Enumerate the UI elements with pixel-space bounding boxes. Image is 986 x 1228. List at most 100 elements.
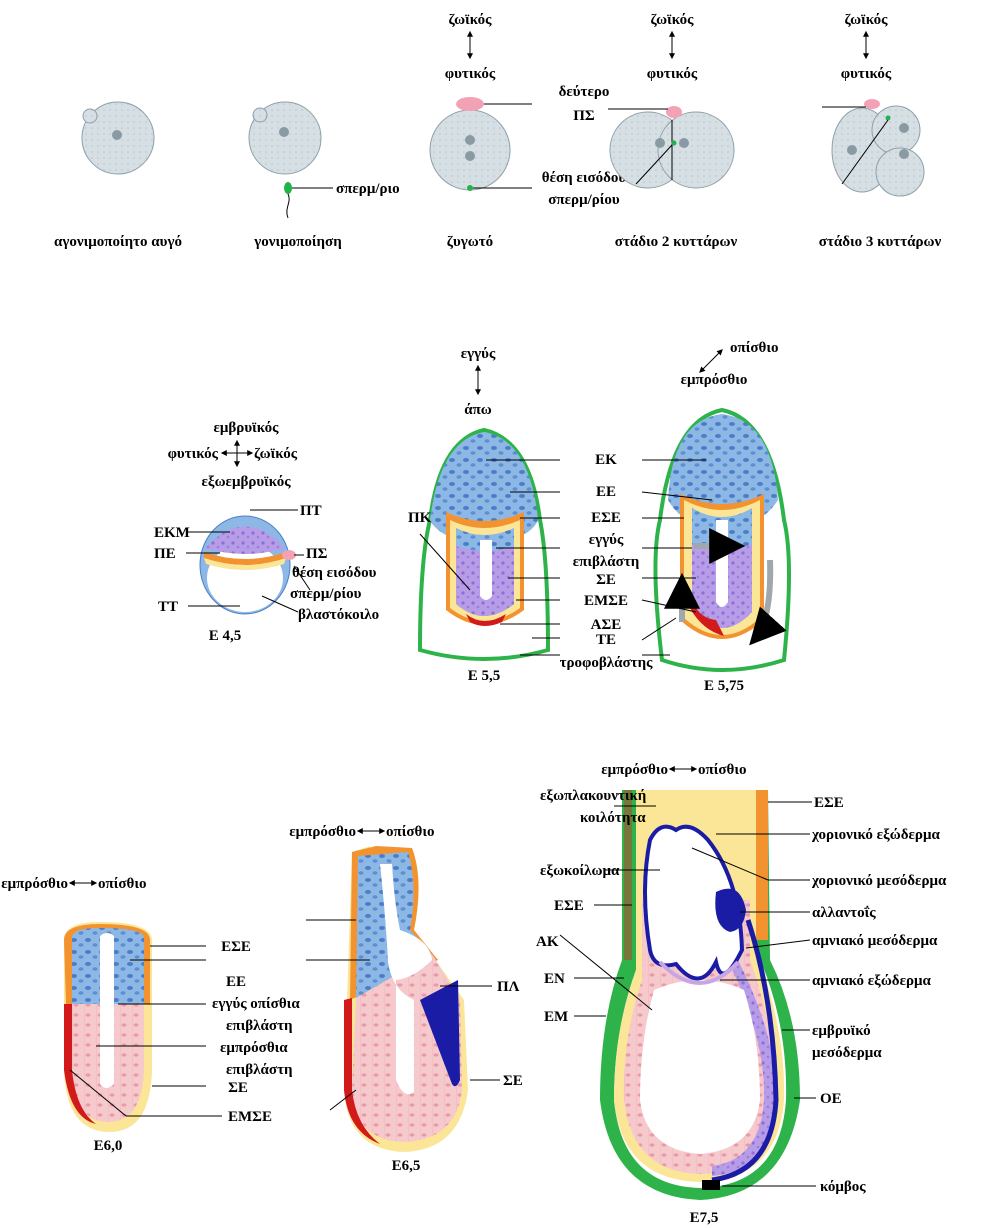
label-ese: ΕΣΕ (591, 510, 621, 526)
axis-bottom-label: φυτικός (445, 66, 496, 82)
caption-fertilization: γονιμοποίηση (253, 234, 341, 250)
label-em: ΕΜ (544, 1009, 568, 1025)
axis-anterior: εμπρόσθιο (601, 762, 668, 778)
e75-embryo (560, 790, 816, 1200)
caption-unfertilized-egg: αγονιμοποίητο αυγό (54, 234, 182, 250)
axis-top-label: ζωϊκός (448, 12, 492, 28)
label-allantois: αλλαντοΐς (812, 905, 876, 921)
axis-anterior: εμπρόσθιο (1, 876, 68, 892)
two-cell-stage (608, 106, 734, 188)
caption-e60: Ε6,0 (94, 1138, 123, 1154)
label-ee: ΕΕ (226, 974, 246, 990)
three-cell-stage (822, 99, 924, 196)
axis-bottom-label: φυτικός (647, 66, 698, 82)
label-se: ΣΕ (503, 1073, 523, 1089)
e55-axis: εγγύς άπω (461, 346, 496, 418)
sperm-entry-label-2: σπερμ/ρίου (548, 192, 620, 208)
label-ekm: ΕΚΜ (154, 525, 190, 541)
label-pe: ΠΕ (154, 546, 176, 562)
axis-animal-vegetal-2: ζωϊκός φυτικός (647, 12, 698, 82)
label-anterior-epiblast-2: επιβλάστη (226, 1062, 293, 1078)
axis-anterior: εμπρόσθιο (681, 372, 748, 388)
e575-egg-cylinder (642, 410, 789, 670)
caption-zygote: ζυγωτό (447, 234, 493, 250)
e65-embryo (306, 846, 500, 1152)
label-emse: ΕΜΣΕ (228, 1109, 272, 1125)
e65-axis: εμπρόσθιο οπίσθιο (289, 824, 434, 840)
sperm-icon (284, 182, 292, 194)
caption-three-cell: στάδιο 3 κυττάρων (819, 234, 942, 250)
label-node: κόμβος (820, 1179, 866, 1195)
label-ase: ΑΣΕ (591, 617, 622, 633)
label-ak: ΑΚ (536, 934, 559, 950)
label-amniotic-ectoderm: αμνιακό εξώδερμα (812, 973, 932, 989)
label-tt: ΤΤ (158, 599, 178, 615)
axis-anterior: εμπρόσθιο (289, 824, 356, 840)
axis-proximal: εγγύς (461, 346, 496, 362)
label-emse: ΕΜΣΕ (584, 593, 628, 609)
label-posterior-epiblast: εγγύς οπίσθια (212, 996, 300, 1012)
caption-e65: Ε6,5 (392, 1158, 421, 1174)
label-se: ΣΕ (596, 572, 616, 588)
axis-posterior: οπίσθιο (386, 824, 435, 840)
label-chorionic-ectoderm: χοριονικό εξώδερμα (811, 827, 940, 843)
label-ee: ΕΕ (596, 484, 616, 500)
label-ek: ΕΚ (595, 452, 617, 468)
e55-egg-cylinder (420, 430, 560, 659)
label-exocoelom: εξωκοίλωμα (540, 863, 620, 879)
e60-embryo (64, 922, 222, 1132)
label-anterior-epiblast: εμπρόσθια (220, 1040, 288, 1056)
label-proximal: εγγύς (589, 532, 624, 548)
zygote (430, 97, 532, 191)
e75-axis: εμπρόσθιο οπίσθιο (601, 762, 746, 778)
axis-posterior: οπίσθιο (730, 340, 779, 356)
axis-vegetal: φυτικός (168, 446, 219, 462)
axis-embryonic: εμβρυϊκός (213, 420, 279, 436)
label-oe: ΟΕ (820, 1091, 842, 1107)
label-chorionic-mesoderm: χοριονικό μεσόδερμα (811, 873, 947, 889)
label-epiblast: επιβλάστη (573, 554, 640, 570)
label-entry-site-2: σπερμ/ρίου (290, 586, 362, 602)
axis-top-label: ζωϊκός (844, 12, 888, 28)
label-pk: ΠΚ (408, 510, 432, 526)
axis-posterior: οπίσθιο (98, 876, 147, 892)
label-ese-left: ΕΣΕ (554, 898, 584, 914)
e45-axis: εμβρυϊκός φυτικός ζωϊκός εξωεμβρυϊκός (168, 420, 298, 490)
caption-e575: Ε 5,75 (704, 678, 744, 694)
second-polar-body-label: δεύτερο (559, 84, 610, 100)
label-se: ΣΕ (228, 1080, 248, 1096)
row3-gastrulation-stages: εμπρόσθιο οπίσθιο ΕΣΕ ΕΕ εγγύς οπίσθια ε… (1, 762, 947, 1226)
axis-animal-vegetal-3: ζωϊκός φυτικός (841, 12, 892, 82)
sperm-entry-label: θέση εισόδου (542, 170, 627, 186)
axis-animal: ζωϊκός (254, 446, 298, 462)
e575-axis: οπίσθιο εμπρόσθιο (681, 340, 779, 388)
row2-implantation-stages: εμβρυϊκός φυτικός ζωϊκός εξωεμβρυϊκός ΠΤ… (154, 340, 789, 694)
axis-animal-vegetal-1: ζωϊκός φυτικός (445, 12, 496, 82)
label-en: ΕΝ (544, 971, 565, 987)
e60-axis: εμπρόσθιο οπίσθιο (1, 876, 146, 892)
label-trophoblast: τροφοβλάστης (560, 655, 654, 671)
caption-e75: Ε7,5 (690, 1210, 719, 1226)
axis-extraembryonic: εξωεμβρυϊκός (201, 474, 291, 490)
diagonal-arrow-icon (700, 350, 722, 372)
label-pt: ΠΤ (300, 503, 322, 519)
axis-distal: άπω (464, 402, 492, 418)
label-ese-right: ΕΣΕ (814, 795, 844, 811)
label-entry-site: θέση εισόδου (292, 565, 377, 581)
label-blastocoel: βλαστόκοιλο (298, 607, 379, 623)
label-embryonic-mesoderm-2: μεσόδερμα (812, 1045, 882, 1061)
sperm-label: σπερμ/ριο (336, 181, 400, 197)
fertilization-egg: σπερμ/ριο (249, 102, 400, 218)
label-te: ΤΕ (596, 632, 616, 648)
caption-e55: Ε 5,5 (468, 668, 501, 684)
label-posterior-epiblast-2: επιβλάστη (226, 1018, 293, 1034)
label-pl: ΠΛ (497, 979, 520, 995)
unfertilized-egg (82, 102, 154, 174)
row1-cleavage-stages: ζωϊκός φυτικός ζωϊκός φυτικός ζωϊκός φυτ… (54, 12, 941, 250)
label-amniotic-mesoderm: αμνιακό μεσόδερμα (812, 933, 938, 949)
label-exoplacental-cavity: εξωπλακουντική (540, 788, 646, 804)
axis-bottom-label: φυτικός (841, 66, 892, 82)
label-exoplacental-cavity-2: κοιλότητα (580, 810, 646, 826)
label-embryonic-mesoderm: εμβρυϊκό (812, 1023, 871, 1039)
